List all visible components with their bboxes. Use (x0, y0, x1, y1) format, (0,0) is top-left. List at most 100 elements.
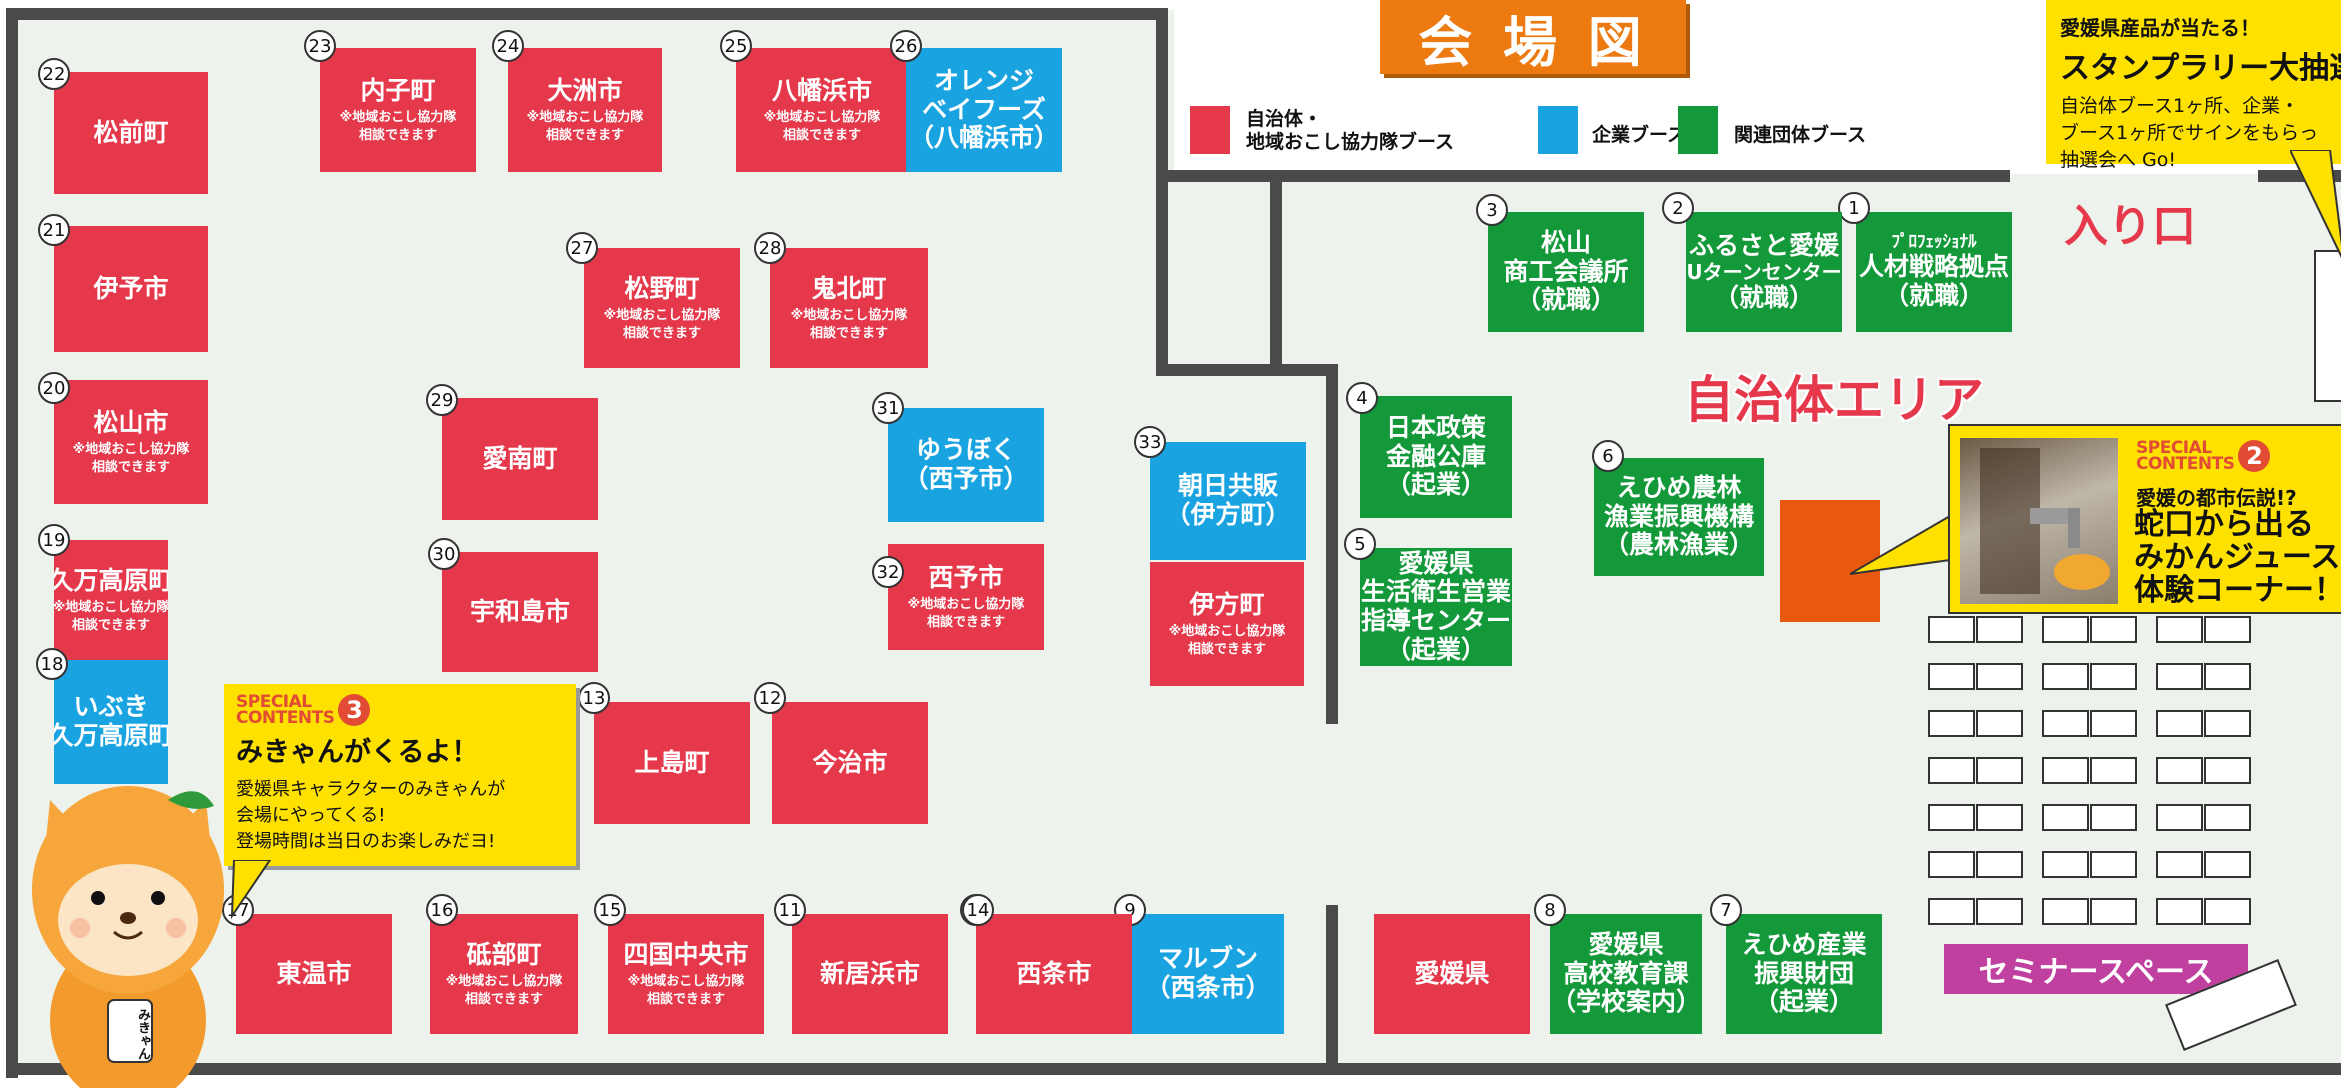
booth-number-12: 12 (754, 682, 786, 714)
booth-14-note: ※地域おこし協力隊相談できます (628, 973, 745, 1008)
seminar-seat (1976, 710, 2023, 737)
seminar-seat (2042, 851, 2089, 878)
booth-1: ﾌﾟﾛﾌｪｯｼｮﾅﾙ人材戦略拠点（就職） (1856, 212, 2012, 332)
wall-lower-partition (1326, 905, 1338, 1070)
booth-33-note: ※地域おこし協力隊相談できます (1169, 623, 1286, 658)
booth-3: 松山商工会議所（就職） (1488, 212, 1644, 332)
booth-5-name-line-4: （起業） (1385, 634, 1486, 664)
booth-number-7: 7 (1710, 894, 1742, 926)
special-contents-3-number: 3 (338, 694, 371, 727)
booth-2-name-line-1: ふるさと愛媛 (1688, 230, 1839, 260)
booth-24-note: ※地域おこし協力隊相談できます (764, 109, 881, 144)
booth-number-13: 13 (578, 682, 610, 714)
booth-number-27: 27 (566, 232, 598, 264)
seminar-seat (2090, 757, 2137, 784)
booth-number-19: 19 (38, 524, 70, 556)
booth-2-name-line-2: Uターンセンター (1686, 259, 1842, 284)
seminar-seat (2204, 757, 2251, 784)
booth-25-name-line-1: オレンジ (933, 65, 1034, 95)
booth-6: えひめ農林漁業振興機構（農林漁業） (1594, 458, 1764, 576)
faucet-photo (1960, 438, 2118, 604)
booth-number-31: 31 (872, 392, 904, 424)
booth-4: 日本政策金融公庫（起業） (1360, 396, 1512, 518)
booth-22: 内子町※地域おこし協力隊相談できます (320, 48, 476, 172)
special-contents-3-pointer (230, 860, 272, 920)
booth-13-name-line-1: 上島町 (634, 748, 710, 777)
booth-20: 伊予市 (54, 226, 208, 352)
booth-24-name-line-1: 八幡浜市 (771, 75, 872, 105)
booth-20-name-line-1: 伊予市 (93, 274, 169, 303)
booth-number-32: 32 (872, 556, 904, 588)
legend-swatch-municipality (1190, 106, 1230, 154)
booth-number-3: 3 (1476, 194, 1508, 226)
booth-28-name-line-1: 愛南町 (482, 444, 558, 473)
seminar-seat (1928, 851, 1975, 878)
booth-4-name-line-1: 日本政策 (1385, 412, 1486, 442)
booth-9-name-line-1: マルブン (1157, 944, 1258, 974)
booth-8-name-line-3: （学校案内） (1550, 987, 1701, 1017)
booth-25-name-line-2: ベイフーズ (922, 94, 1046, 124)
booth-5-name-line-3: 指導センター (1360, 606, 1511, 635)
booth-22-note-line-1: ※地域おこし協力隊 (339, 109, 457, 125)
special-contents-1-body-2: ブース1ヶ所でサインをもらっ (2060, 122, 2319, 144)
booth-number-4: 4 (1346, 382, 1378, 414)
special-contents-2-label: SPECIAL CONTENTS 2 (2136, 438, 2271, 473)
wall-bottom (6, 1063, 2341, 1075)
booth-7: えひめ産業振興財団（起業） (1726, 914, 1882, 1034)
booth-26-note-line-2: 相談できます (622, 325, 701, 341)
booth-16-name-line-1: 東温市 (276, 959, 352, 988)
booth-32: 朝日共販（伊方町） (1150, 442, 1306, 560)
wall-left (6, 8, 18, 1078)
map-title-text: 会 場 図 (1418, 10, 1648, 74)
seminar-seat (1976, 663, 2023, 690)
seminar-seat (2156, 804, 2203, 831)
booth-32-name-line-2: （伊方町） (1165, 500, 1291, 529)
booth-31: 西予市※地域おこし協力隊相談できます (888, 544, 1044, 650)
booth-19-note-line-1: ※地域おこし協力隊 (72, 441, 190, 457)
booth-15-note: ※地域おこし協力隊相談できます (446, 973, 563, 1008)
seminar-seat (1928, 804, 1975, 831)
booth-number-30: 30 (428, 538, 460, 570)
seminar-seat (1928, 898, 1975, 925)
booth-19-name-line-1: 松山市 (93, 407, 169, 437)
booth-7-name-line-3: （起業） (1753, 987, 1854, 1017)
special-contents-3-title: みきゃんがくるよ！ (236, 737, 479, 769)
wall-inner-vertical (1156, 8, 1168, 374)
mascot-name-tag: みきゃん (135, 1008, 150, 1060)
special-contents-3-label-line1: SPECIAL (236, 692, 312, 712)
seminar-seat (2156, 616, 2203, 643)
booth-7-name-line-1: えひめ産業 (1741, 929, 1867, 959)
booth-33-note-line-1: ※地域おこし協力隊 (1168, 623, 1286, 639)
booth-11-name-line-1: 新居浜市 (819, 959, 920, 988)
special-contents-1-body-1: 自治体ブース1ヶ所、企業・ (2060, 95, 2300, 117)
booth-18-note: ※地域おこし協力隊相談できます (54, 599, 168, 634)
seminar-seat (1976, 757, 2023, 784)
special-contents-1-lead: 愛媛県産品が当たる！ (2060, 16, 2260, 40)
booth-17-name-line-1: いぶき (73, 692, 149, 722)
booth-19-note-line-2: 相談できます (91, 459, 170, 475)
booth-21: 松前町 (54, 72, 208, 194)
booth-23-note-line-2: 相談できます (545, 127, 624, 143)
booth-number-11: 11 (774, 894, 806, 926)
booth-15: 砥部町※地域おこし協力隊相談できます (430, 914, 578, 1034)
booth-19-note: ※地域おこし協力隊相談できます (73, 441, 190, 476)
booth-22-name-line-1: 内子町 (360, 75, 436, 105)
seminar-seat (2090, 804, 2137, 831)
seminar-seat (2156, 851, 2203, 878)
booth-18-note-line-1: ※地域おこし協力隊 (54, 599, 168, 615)
wall-top-left (6, 8, 1166, 20)
booth-3-name-line-2: 商工会議所 (1503, 256, 1629, 286)
special-contents-1-pointer (2290, 150, 2341, 259)
booth-number-6: 6 (1592, 440, 1624, 472)
booth-18-name-line-1: 久万高原町 (54, 565, 168, 595)
booth-29: 宇和島市 (442, 552, 598, 672)
booth-number-22: 22 (38, 58, 70, 90)
booth-1-name-line-3: （就職） (1883, 280, 1984, 310)
booth-number-23: 23 (304, 30, 336, 62)
special-contents-2-label-line1: SPECIAL (2136, 438, 2212, 458)
seminar-seat (2156, 757, 2203, 784)
booth-21-name-line-1: 松前町 (93, 118, 169, 147)
booth-27-note-line-1: ※地域おこし協力隊 (790, 307, 908, 323)
legend-swatch-company (1538, 106, 1578, 154)
